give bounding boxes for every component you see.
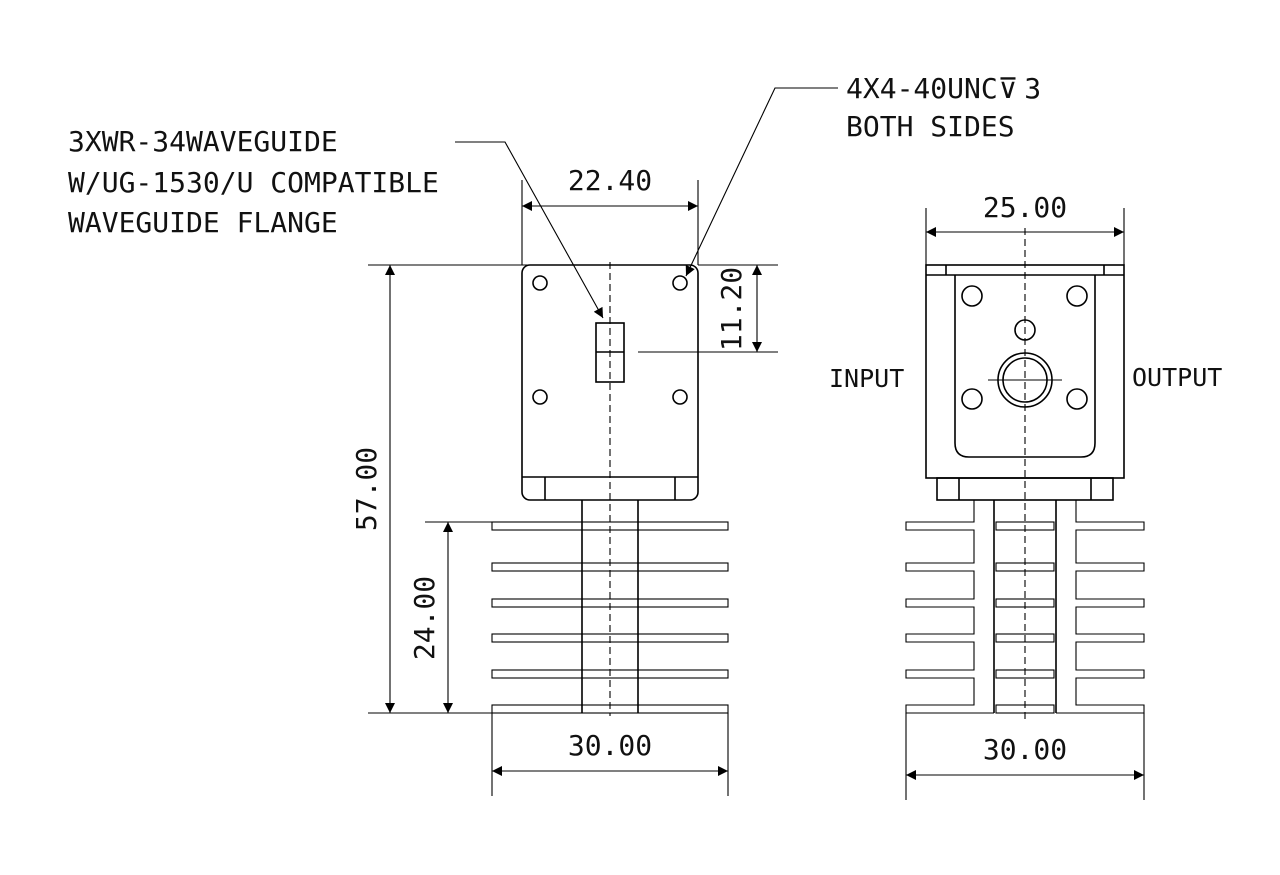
side-dimensions [905,208,1145,800]
front-view [491,262,729,716]
front-hole-top-left [532,275,548,291]
waveguide-note-line-3: WAVEGUIDE FLANGE [68,206,338,239]
dim-22-40-label: 22.40 [568,164,652,197]
side-fins-right [1056,500,1145,714]
input-label: INPUT [829,364,904,393]
side-hole-bottom-right [1066,388,1088,410]
dim-57-label: 57.00 [350,447,383,531]
dim-30-side-label: 30.00 [983,733,1067,766]
dim-11-20-label: 11.20 [715,267,748,351]
front-hole-top-right [672,275,688,291]
side-hole-top-right [1066,285,1088,307]
side-base-block [936,477,1114,501]
holes-depth: 3 [1024,72,1041,105]
side-view [905,228,1145,722]
dim-25-label: 25.00 [983,191,1067,224]
dim-24-label: 24.00 [408,576,441,660]
waveguide-leader [455,141,604,319]
waveguide-note-line-2: W/UG-1530/U COMPATIBLE [68,166,439,199]
front-dimensions [368,180,778,796]
holes-depth-symbol: ⊽ [998,72,1019,105]
waveguide-note-line-1: 3XWR-34WAVEGUIDE [68,125,338,158]
side-fins-left [905,500,994,714]
holes-leader [685,87,838,277]
front-hole-bottom-left [532,389,548,405]
dim-30-front-label: 30.00 [568,729,652,762]
side-hole-bottom-left [961,388,983,410]
leaders [455,87,838,319]
holes-note-line-1: 4X4-40UNC⊽3 [846,72,1041,105]
output-label: OUTPUT [1132,363,1222,392]
side-hole-top-left [961,285,983,307]
holes-note-line-2: BOTH SIDES [846,110,1015,143]
side-recess [954,275,1096,458]
holes-note-thread: 4X4-40UNC [846,72,998,105]
front-hole-bottom-right [672,389,688,405]
